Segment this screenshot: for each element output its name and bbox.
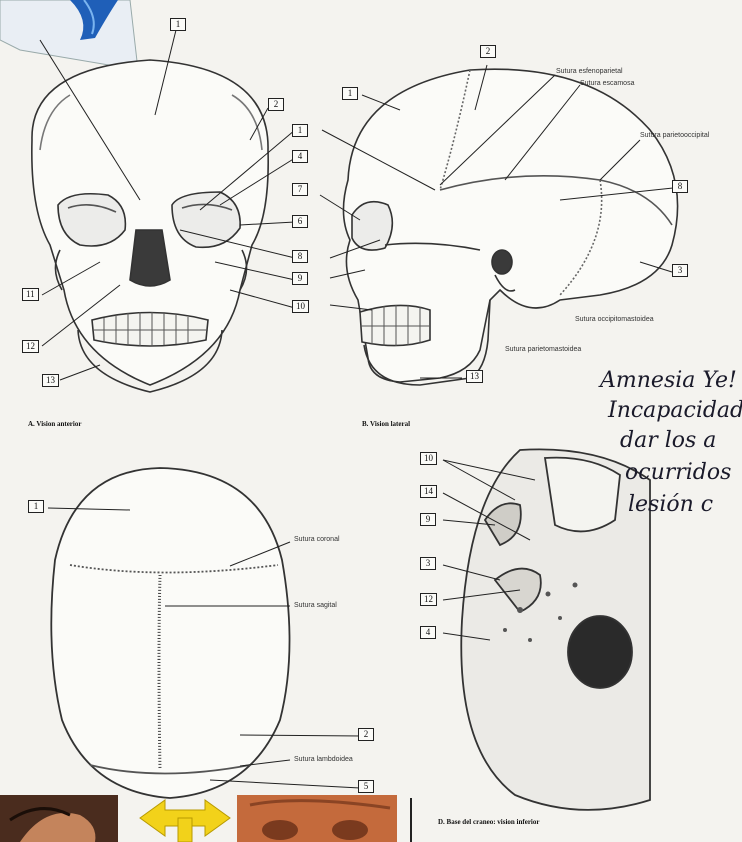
double-arrow-icon [140,800,230,842]
label-box: 1 [170,18,186,31]
label-box: 5 [358,780,374,793]
label-box: 8 [292,250,308,263]
label-box: 9 [292,272,308,285]
label-box: 1 [28,500,44,513]
suture-label: Sutura sagital [294,602,337,610]
suture-label: Sutura parietooccipital [640,132,730,140]
skull-superior [51,468,289,798]
label-box: 4 [292,150,308,163]
handwritten-note-line: lesión c [628,492,713,517]
suture-label: Sutura escamosa [580,80,634,88]
suture-label: Sutura occipitomastoidea [575,316,675,324]
suture-label: Sutura lambdoidea [294,756,353,764]
label-box: 13 [466,370,483,383]
label-box: 14 [420,485,437,498]
label-box: 3 [420,557,436,570]
label-box: 13 [42,374,59,387]
label-box: 7 [292,183,308,196]
label-box: 9 [420,513,436,526]
label-box: 2 [268,98,284,111]
label-box: 4 [420,626,436,639]
label-box: 1 [292,124,308,137]
suture-label: Sutura esfenoparietal [556,68,623,76]
suture-label: Sutura parietomastoidea [505,346,585,354]
label-box: 10 [292,300,309,313]
label-box: 2 [358,728,374,741]
label-box: 6 [292,215,308,228]
suture-label: Sutura coronal [294,536,340,544]
skull-lateral [343,69,677,385]
label-box: 3 [672,264,688,277]
label-box: 11 [22,288,39,301]
handwritten-note-line: dar los a [620,428,716,453]
caption-base: D. Base del craneo: vision inferior [438,818,540,826]
torn-paper-corner [0,0,138,70]
label-box: 12 [420,593,437,606]
label-box: 1 [342,87,358,100]
caption-anterior: A. Vision anterior [28,420,81,428]
handwritten-note-line: Amnesia Ye! [600,368,737,393]
label-box: 2 [480,45,496,58]
skull-anterior [32,60,268,392]
label-box: 10 [420,452,437,465]
label-box: 12 [22,340,39,353]
skull-base [461,449,650,810]
handwritten-note-line: Incapacidad [608,398,742,423]
caption-lateral: B. Vision lateral [362,420,410,428]
label-box: 8 [672,180,688,193]
handwritten-note-line: ocurridos [625,460,731,485]
